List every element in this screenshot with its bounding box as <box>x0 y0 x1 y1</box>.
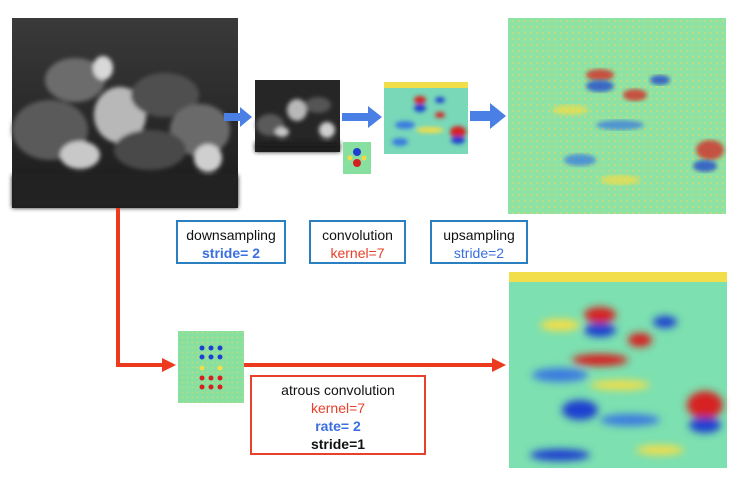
arrow-convolution <box>342 106 382 128</box>
arrow-atrous-path <box>116 208 506 372</box>
input-image-peppers <box>12 18 238 208</box>
atrous-output-map <box>509 272 727 468</box>
upsampled-output-map <box>508 18 726 214</box>
kernel-image <box>343 142 371 174</box>
conv-output-map <box>384 82 468 154</box>
arrow-downsample <box>224 107 252 127</box>
convolution-title: convolution <box>322 227 393 243</box>
downsampling-param: stride= 2 <box>202 245 260 261</box>
downsampled-image <box>255 80 340 152</box>
atrous-kernel-param: kernel=7 <box>310 400 366 416</box>
downsampling-title: downsampling <box>186 227 276 243</box>
arrow-upsample <box>470 103 506 129</box>
convolution-label-box: convolution kernel=7 <box>309 220 406 264</box>
convolution-param: kernel=7 <box>330 245 385 261</box>
atrous-rate-param: rate= 2 <box>315 418 361 434</box>
downsampling-label-box: downsampling stride= 2 <box>176 220 286 264</box>
atrous-title: atrous convolution <box>281 382 395 398</box>
atrous-kernel-image <box>178 331 244 403</box>
upsampling-label-box: upsampling stride=2 <box>430 220 528 264</box>
upsampling-title: upsampling <box>443 227 515 243</box>
atrous-stride-param: stride=1 <box>310 436 366 452</box>
upsampling-param: stride=2 <box>453 245 505 261</box>
atrous-label-box: atrous convolution kernel=7 rate= 2 stri… <box>250 375 426 455</box>
